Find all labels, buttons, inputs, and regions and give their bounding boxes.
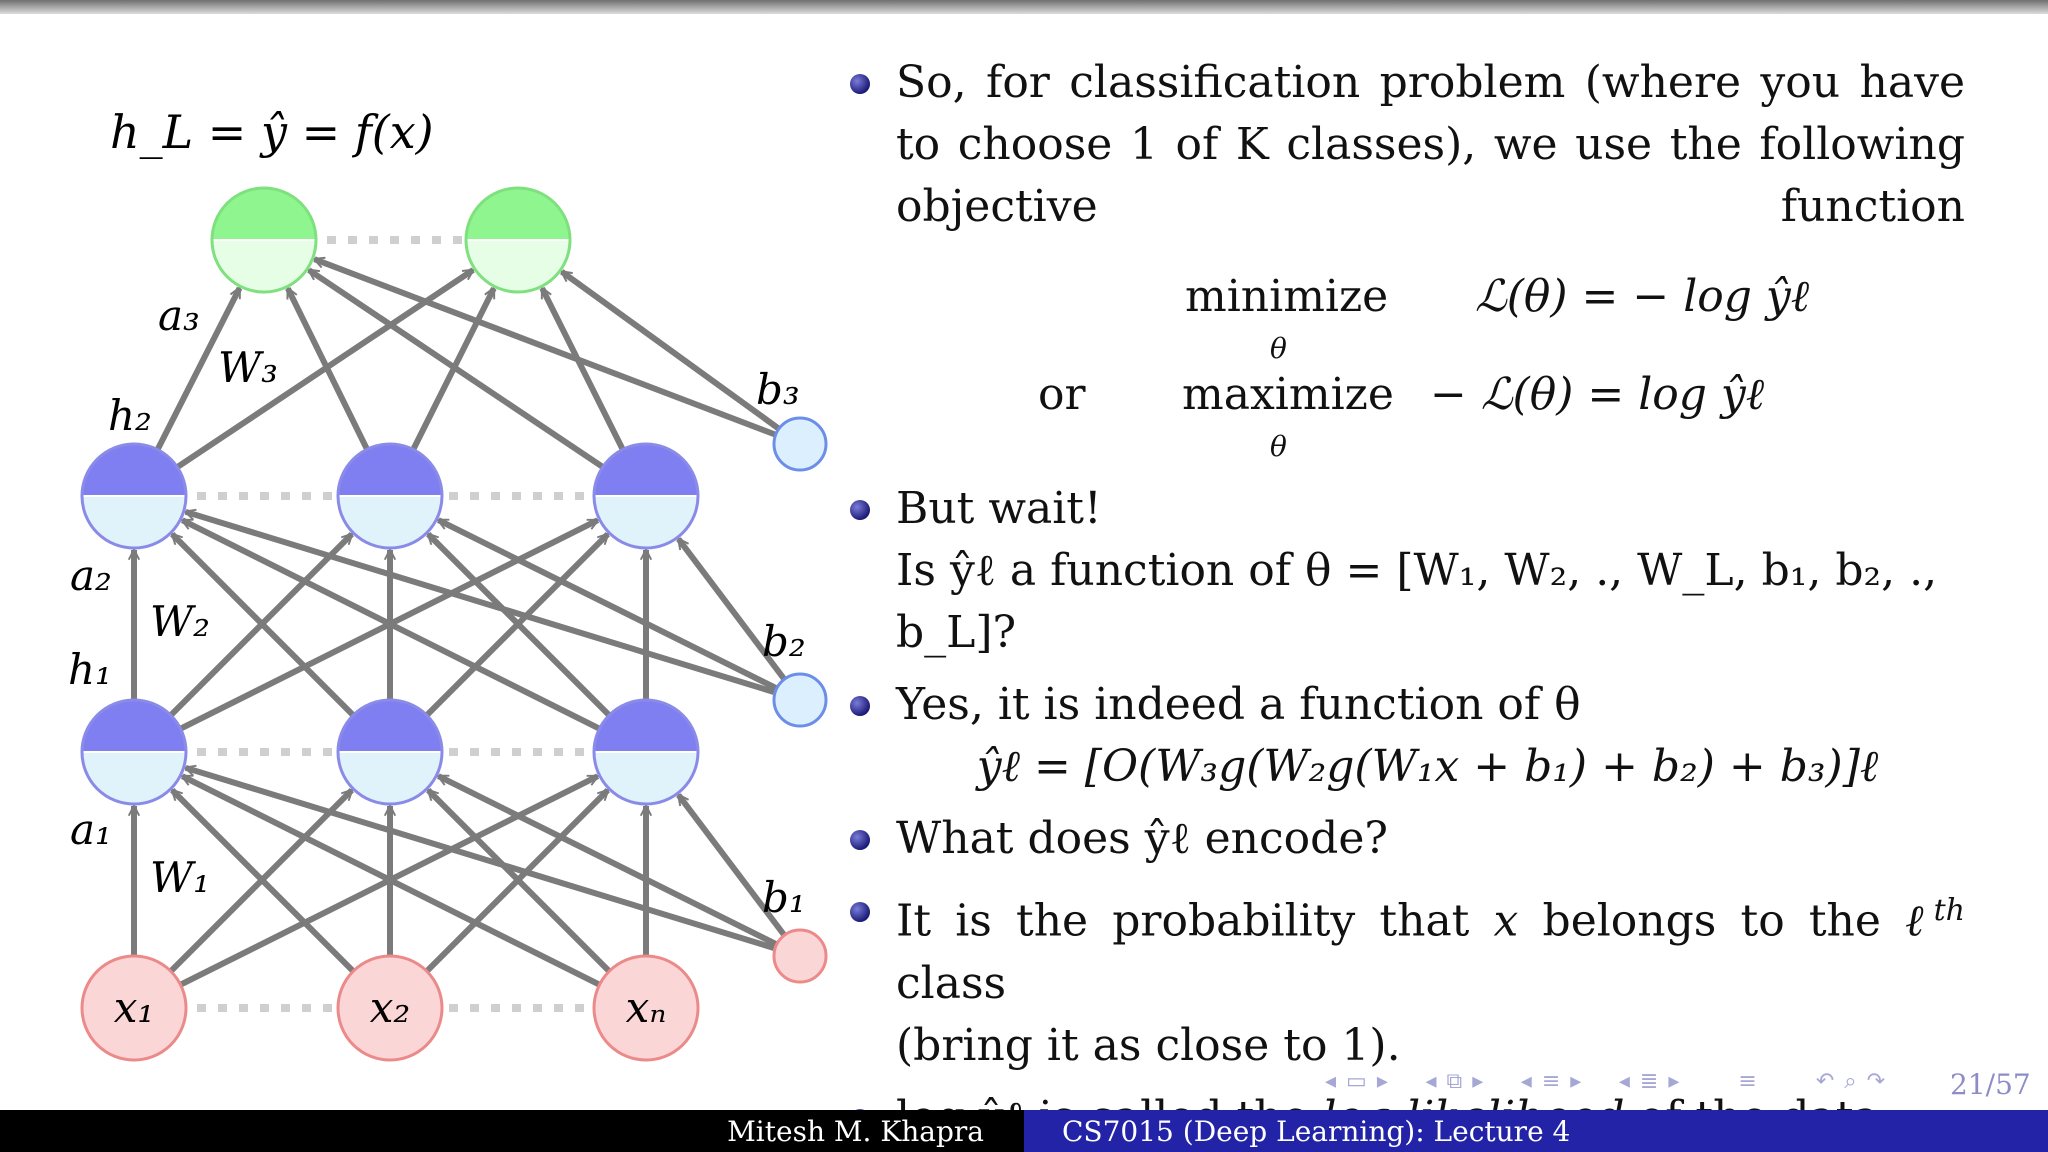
bullet-probability: It is the probability that x belongs to … bbox=[850, 880, 1965, 1077]
prob-ell: ℓ bbox=[1905, 895, 1934, 947]
hidden2-neuron-1 bbox=[80, 442, 188, 550]
slide-content: So, for classification problem (where yo… bbox=[850, 52, 1965, 1149]
prob-th: th bbox=[1933, 893, 1965, 928]
footer-author: Mitesh M. Khapra bbox=[0, 1110, 1024, 1152]
bullet-classification: So, for classification problem (where yo… bbox=[850, 52, 1965, 238]
bias-node-b2 bbox=[772, 672, 828, 728]
nav-section-prev-icon[interactable]: ◂ bbox=[1520, 1068, 1532, 1094]
label-a3: a₃ bbox=[158, 291, 200, 340]
label-b2: b₂ bbox=[762, 617, 806, 666]
edge-input-2-h1-0 bbox=[182, 773, 601, 988]
function-question: Is ŷℓ a function of θ = [W₁, W₂, ., W_L,… bbox=[896, 545, 1938, 658]
edge-h1-2-h2-1 bbox=[426, 532, 612, 718]
network-edges bbox=[134, 256, 787, 988]
nav-section-next-icon[interactable]: ▸ bbox=[1570, 1068, 1582, 1094]
maximize-theta: θ bbox=[1270, 430, 1287, 463]
nav-document-icon[interactable]: ≡ bbox=[1738, 1068, 1757, 1094]
edge-h1-1-h2-0 bbox=[170, 532, 356, 718]
nav-subsection-next-icon[interactable]: ▸ bbox=[1472, 1068, 1484, 1094]
but-wait-line: But wait! bbox=[896, 483, 1102, 534]
bullet-yes: Yes, it is indeed a function of θ bbox=[850, 674, 1965, 736]
bias-edge-b2-h2-1 bbox=[438, 517, 779, 692]
diagram-title: h_L = ŷ = f(x) bbox=[110, 105, 434, 159]
bullet-but-wait: But wait! Is ŷℓ a function of θ = [W₁, W… bbox=[850, 478, 1965, 664]
top-bar bbox=[0, 0, 2048, 14]
label-w3: W₃ bbox=[218, 343, 278, 392]
output-neuron-1 bbox=[210, 186, 318, 294]
nav-part-prev-icon[interactable]: ◂ bbox=[1618, 1068, 1630, 1094]
network-nodes: x₁ x₂ xₙ bbox=[80, 186, 828, 1062]
edge-input-1-h1-0 bbox=[170, 788, 356, 974]
prob-text-pre: It is the probability that bbox=[896, 895, 1494, 947]
probability-line1: It is the probability that x belongs to … bbox=[896, 880, 1965, 1015]
bias-node-b1 bbox=[772, 928, 828, 984]
prob-text-post: class bbox=[896, 957, 1007, 1009]
prob-x: x bbox=[1493, 895, 1519, 947]
input-label-2: x₂ bbox=[370, 983, 411, 1032]
label-w2: W₂ bbox=[150, 597, 210, 646]
bias-edge-b1-h1-1 bbox=[438, 773, 779, 948]
hidden1-neuron-1 bbox=[80, 698, 188, 806]
label-h2: h₂ bbox=[108, 391, 152, 440]
minimize-rhs: ℒ(θ) = − log ŷℓ bbox=[1475, 271, 1810, 322]
edge-h1-2-h2-0 bbox=[182, 517, 601, 732]
edge-h2-1-out-0 bbox=[285, 288, 370, 451]
bias-edge-b1-h1-2 bbox=[676, 795, 787, 938]
footer-bar: Mitesh M. Khapra CS7015 (Deep Learning):… bbox=[0, 1110, 2048, 1152]
hidden2-neuron-2 bbox=[336, 442, 444, 550]
hidden2-neuron-3 bbox=[592, 442, 700, 550]
or-word: or bbox=[1038, 369, 1086, 420]
maximize-word: maximize bbox=[1182, 369, 1394, 420]
output-neuron-2 bbox=[464, 186, 572, 294]
network-labels: h_L = ŷ = f(x) a₃ W₃ h₂ a₂ W₂ h₁ a₁ W₁ b… bbox=[68, 105, 806, 922]
label-b3: b₃ bbox=[756, 365, 800, 414]
bias-edge-b2-h2-0 bbox=[186, 512, 777, 696]
edge-h2-0-out-0 bbox=[154, 288, 243, 451]
objective-formulas: minimize θ ℒ(θ) = − log ŷℓ or maximize θ… bbox=[850, 238, 1965, 463]
edge-input-2-h1-1 bbox=[426, 788, 612, 974]
input-neuron-2 bbox=[336, 954, 444, 1062]
label-b1: b₁ bbox=[762, 873, 806, 922]
nav-section-icon[interactable]: ≡ bbox=[1541, 1068, 1561, 1094]
beamer-navigation: ◂ ▭ ▸ ◂ ⧉ ▸ ◂ ≡ ▸ ◂ ≣ ▸ ≡ ↶ ⌕ ↷ bbox=[1325, 1063, 1885, 1099]
label-w1: W₁ bbox=[150, 853, 210, 902]
yhat-equation: ŷℓ = [O(W₃g(W₂g(W₁x + b₁) + b₂) + b₃)]ℓ bbox=[976, 741, 1879, 792]
minimize-word: minimize bbox=[1185, 271, 1389, 322]
label-a2: a₂ bbox=[70, 551, 112, 600]
nav-part-icon[interactable]: ≣ bbox=[1639, 1068, 1659, 1094]
prob-text-mid: belongs to the bbox=[1518, 895, 1906, 947]
nav-subsection-prev-icon[interactable]: ◂ bbox=[1425, 1068, 1437, 1094]
bias-edge-b2-h2-2 bbox=[676, 539, 787, 682]
label-h1: h₁ bbox=[68, 645, 112, 694]
input-neuron-1 bbox=[80, 954, 188, 1062]
nav-frame-prev-icon[interactable]: ◂ bbox=[1325, 1068, 1337, 1094]
nav-part-next-icon[interactable]: ▸ bbox=[1668, 1068, 1680, 1094]
edge-h2-2-out-1 bbox=[539, 288, 626, 451]
bias-edge-b3-out-1 bbox=[562, 269, 781, 432]
hidden1-neuron-2 bbox=[336, 698, 444, 806]
nav-frame-icon[interactable]: ▭ bbox=[1346, 1068, 1367, 1094]
input-label-1: x₁ bbox=[114, 983, 155, 1032]
maximize-rhs: − ℒ(θ) = log ŷℓ bbox=[1430, 369, 1765, 420]
minimize-theta: θ bbox=[1270, 332, 1287, 365]
nav-subsection-icon[interactable]: ⧉ bbox=[1446, 1068, 1463, 1094]
footer-course: CS7015 (Deep Learning): Lecture 4 bbox=[1024, 1110, 2048, 1152]
label-a1: a₁ bbox=[70, 805, 112, 854]
probability-line2: (bring it as close to 1). bbox=[896, 1019, 1401, 1071]
nav-forward-icon[interactable]: ↷ bbox=[1866, 1068, 1886, 1094]
bullet-encode: What does ŷℓ encode? bbox=[850, 808, 1965, 870]
page-number: 21/57 bbox=[1950, 1068, 2031, 1101]
bias-node-b3 bbox=[772, 416, 828, 472]
bias-edge-b1-h1-0 bbox=[186, 768, 777, 952]
hidden1-neuron-3 bbox=[592, 698, 700, 806]
edge-h2-2-out-0 bbox=[309, 267, 605, 470]
nav-frame-next-icon[interactable]: ▸ bbox=[1376, 1068, 1388, 1094]
input-neuron-3 bbox=[592, 954, 700, 1062]
nav-back-icon[interactable]: ↶ bbox=[1815, 1068, 1835, 1094]
bias-edge-b3-out-0 bbox=[314, 256, 777, 438]
neural-network-diagram: x₁ x₂ xₙ h_L = ŷ = f(x) a₃ W₃ h₂ a₂ W₂ h₁ … bbox=[68, 105, 828, 1062]
nav-search-icon[interactable]: ⌕ bbox=[1844, 1068, 1857, 1094]
input-label-3: xₙ bbox=[626, 983, 667, 1032]
